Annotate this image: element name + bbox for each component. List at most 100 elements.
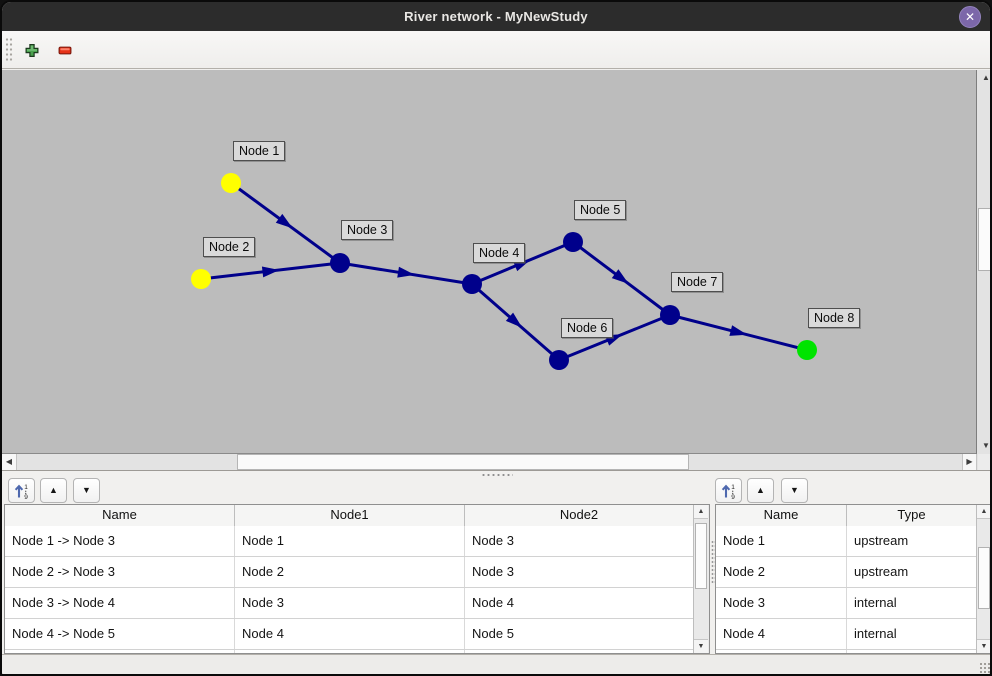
table-cell: Node 4 (716, 619, 847, 649)
links-move-up-button[interactable]: ▲ (40, 478, 67, 503)
nodes-toolbar: 1 9 ▲ ▼ (712, 476, 990, 504)
remove-node-button[interactable] (51, 36, 79, 64)
triangle-down-icon: ▼ (82, 485, 91, 495)
canvas-horizontal-scrollbar[interactable]: ◀ ▶ (2, 454, 990, 471)
node-label: Node 8 (808, 308, 861, 328)
table-cell: Node 1 -> Node 3 (5, 526, 235, 556)
scroll-up-button[interactable]: ▲ (694, 505, 708, 519)
nodes-table-scrollbar[interactable]: ▲ ▼ (976, 505, 990, 653)
minus-icon (58, 46, 72, 54)
network-node[interactable] (462, 274, 482, 294)
toolbar-grip-icon (5, 37, 13, 63)
close-button[interactable]: ✕ (959, 5, 981, 28)
svg-text:9: 9 (24, 494, 28, 500)
flow-direction-arrow-icon (611, 269, 629, 284)
status-bar (2, 654, 990, 674)
scroll-up-button[interactable]: ▲ (982, 73, 990, 82)
network-node[interactable] (191, 269, 211, 289)
nodes-sort-button[interactable]: 1 9 (715, 478, 742, 503)
node-label: Node 3 (341, 220, 394, 240)
table-row[interactable] (5, 650, 694, 653)
vertical-scroll-thumb[interactable] (978, 547, 990, 609)
network-node[interactable] (221, 173, 241, 193)
main-toolbar (2, 31, 990, 69)
column-header[interactable]: Type (847, 505, 977, 526)
table-cell: Node 1 (235, 526, 465, 556)
network-node[interactable] (563, 232, 583, 252)
canvas-vertical-scrollbar[interactable]: ▲ ▼ (976, 70, 990, 454)
flow-direction-arrow-icon (505, 312, 523, 328)
resize-grip-icon[interactable] (979, 662, 990, 673)
network-node[interactable] (797, 340, 817, 360)
network-node[interactable] (660, 305, 680, 325)
vertical-scroll-thumb[interactable] (695, 523, 707, 589)
close-icon: ✕ (964, 9, 976, 24)
table-cell: internal (847, 588, 977, 618)
nodes-move-up-button[interactable]: ▲ (747, 478, 774, 503)
column-header[interactable]: Name (5, 505, 235, 526)
table-cell: Node 2 (235, 557, 465, 587)
links-move-down-button[interactable]: ▼ (73, 478, 100, 503)
sort-ascending-icon: 1 9 (721, 484, 735, 500)
plus-icon (25, 43, 39, 57)
table-cell: internal (847, 619, 977, 649)
horizontal-splitter[interactable] (2, 471, 990, 477)
table-cell (465, 650, 694, 653)
table-cell: Node 3 (716, 588, 847, 618)
table-cell: upstream (847, 557, 977, 587)
network-node[interactable] (549, 350, 569, 370)
table-cell (716, 650, 847, 653)
scroll-down-button[interactable]: ▼ (977, 639, 990, 653)
scroll-up-button[interactable]: ▲ (977, 505, 990, 519)
nodes-move-down-button[interactable]: ▼ (781, 478, 808, 503)
flow-direction-arrow-icon (261, 266, 280, 278)
scrollbar-corner (978, 454, 990, 470)
table-cell: Node 3 (465, 557, 694, 587)
node-label: Node 1 (233, 141, 286, 161)
scroll-right-button[interactable]: ▶ (962, 454, 977, 470)
svg-text:1: 1 (24, 484, 28, 491)
column-header[interactable]: Name (716, 505, 847, 526)
triangle-down-icon: ▼ (790, 485, 799, 495)
table-row[interactable] (716, 650, 977, 653)
splitter-grip-icon (481, 473, 513, 476)
links-sort-button[interactable]: 1 9 (8, 478, 35, 503)
horizontal-scroll-thumb[interactable] (237, 454, 689, 470)
network-node[interactable] (330, 253, 350, 273)
column-header[interactable]: Node1 (235, 505, 465, 526)
add-node-button[interactable] (18, 36, 46, 64)
node-label: Node 6 (561, 318, 614, 338)
node-label: Node 7 (671, 272, 724, 292)
sort-ascending-icon: 1 9 (14, 484, 28, 500)
node-label: Node 4 (473, 243, 526, 263)
vertical-scroll-thumb[interactable] (978, 208, 990, 271)
panel-splitter-grip[interactable] (710, 540, 716, 584)
scroll-down-button[interactable]: ▼ (694, 639, 708, 653)
table-cell (235, 650, 465, 653)
column-header[interactable]: Node2 (465, 505, 694, 526)
river-network-diagram (191, 173, 817, 370)
flow-direction-arrow-icon (729, 325, 748, 336)
triangle-up-icon: ▲ (756, 485, 765, 495)
node-label: Node 5 (574, 200, 627, 220)
scroll-left-button[interactable]: ◀ (2, 454, 17, 470)
flow-direction-arrow-icon (275, 213, 293, 229)
table-cell: upstream (847, 526, 977, 556)
scroll-down-button[interactable]: ▼ (982, 441, 990, 450)
links-toolbar: 1 9 ▲ ▼ (2, 476, 712, 504)
links-table-scrollbar[interactable]: ▲ ▼ (693, 505, 709, 653)
